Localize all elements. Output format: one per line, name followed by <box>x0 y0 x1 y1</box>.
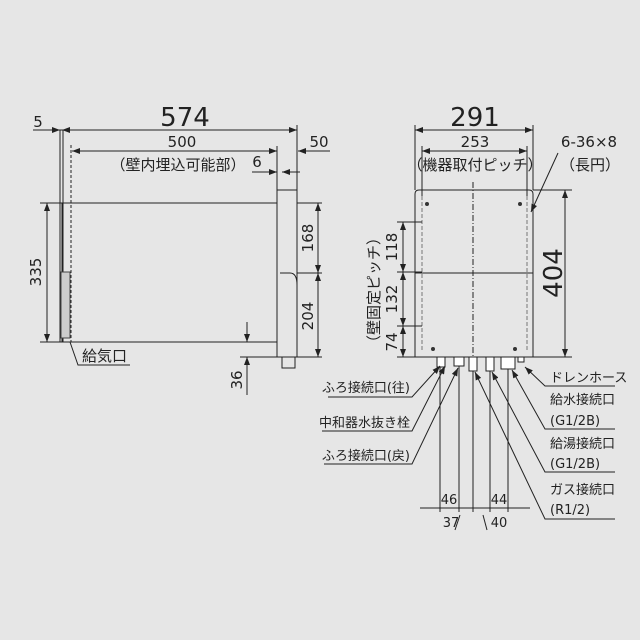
hole-note: （長円） <box>560 156 620 174</box>
screw-icon <box>431 347 435 351</box>
dim-204: 204 <box>299 302 317 331</box>
label-gas-inlet-spec: (R1/2) <box>550 503 590 518</box>
dim-6: 6 <box>252 153 262 171</box>
unit-body-side <box>61 202 278 343</box>
leader-line <box>324 367 459 465</box>
gas-fitting <box>468 356 478 372</box>
dim-132: 132 <box>383 285 401 314</box>
dim-291: 291 <box>450 103 500 133</box>
dim-168: 168 <box>299 224 317 253</box>
label-water-inlet: 給水接続口 <box>550 392 615 408</box>
dim-118: 118 <box>383 233 401 262</box>
dim-46: 46 <box>441 493 458 508</box>
hole-leader <box>530 152 559 213</box>
leader-line <box>474 371 615 520</box>
front-panel-curve <box>280 272 298 286</box>
label-gas-inlet: ガス接続口 <box>550 482 615 498</box>
bottom-fittings <box>436 356 525 372</box>
pitch-note: （機器取付ピッチ） <box>407 156 542 174</box>
air-intake-leader <box>69 341 130 366</box>
drain-hose-fitting <box>517 356 525 363</box>
bath-supply-fitting <box>436 356 446 368</box>
dim-50: 50 <box>309 133 328 151</box>
mounting-screws <box>425 202 522 351</box>
screw-icon <box>513 347 517 351</box>
dim-5: 5 <box>33 113 43 131</box>
dim-44: 44 <box>491 493 508 508</box>
label-water-inlet-spec: (G1/2B) <box>550 414 600 429</box>
label-hot-outlet-spec: (G1/2B) <box>550 457 600 472</box>
dim-574: 574 <box>160 103 210 133</box>
screw-icon <box>425 202 429 206</box>
wall-pitch-note: （壁固定ピッチ） <box>365 230 383 350</box>
unit-body-front <box>414 189 534 358</box>
dim-335: 335 <box>27 258 45 287</box>
dim-500: 500 <box>168 133 197 151</box>
leader-line <box>491 371 615 473</box>
dim-74: 74 <box>383 332 401 351</box>
dim-253: 253 <box>461 133 490 151</box>
label-drain-hose: ドレンホース <box>550 371 627 386</box>
dim-404: 404 <box>539 248 569 298</box>
dim-37: 37 <box>443 516 460 531</box>
leader-line <box>322 365 446 432</box>
label-neutralizer-drain: 中和器水抜き栓 <box>319 415 410 431</box>
screw-icon <box>518 202 522 206</box>
side-view: 574 5 500 （壁内埋込可能部） 6 50 335 168 204 36 … <box>27 103 330 395</box>
hole-spec: 6-36×8 <box>561 133 617 151</box>
front-view: 291 253 （機器取付ピッチ） 6-36×8 （長円） 404 118 13… <box>319 103 627 531</box>
label-hot-outlet: 給湯接続口 <box>550 436 615 452</box>
leader-line <box>524 366 615 387</box>
water-inlet-fitting <box>500 356 516 370</box>
embed-note: （壁内埋込可能部） <box>110 156 245 174</box>
neutralizer-drain-fitting <box>453 356 465 367</box>
leader-line <box>328 365 441 398</box>
hot-outlet-fitting <box>485 356 495 372</box>
air-intake-grille <box>60 271 71 339</box>
leader-line <box>511 369 615 430</box>
label-bath-return: ふろ接続口(戻) <box>322 448 410 464</box>
dim-36: 36 <box>228 370 246 389</box>
air-intake-label: 給気口 <box>82 347 127 365</box>
pipe-fitting <box>281 356 296 369</box>
label-bath-supply: ふろ接続口(往) <box>322 380 410 396</box>
bottom-dimension-lines <box>420 366 530 531</box>
dim-40: 40 <box>491 516 508 531</box>
